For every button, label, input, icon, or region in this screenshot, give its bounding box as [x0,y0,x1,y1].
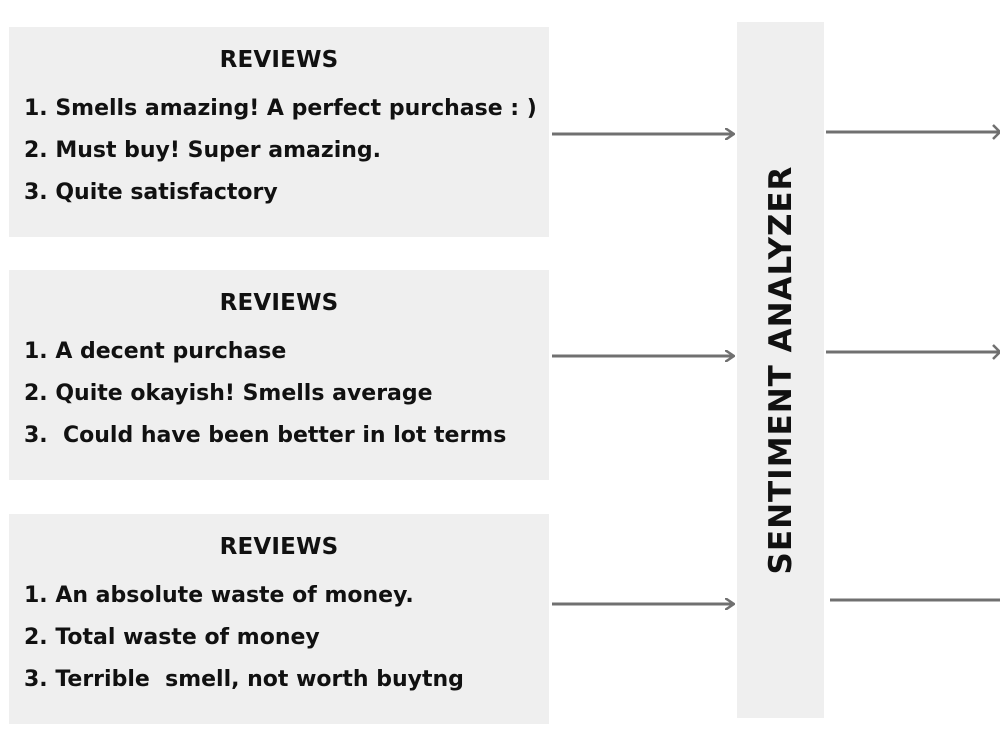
review-item: 1. An absolute waste of money. [24,583,414,608]
review-item: 3. Quite satisfactory [24,180,278,205]
review-box-1: REVIEWS 1. Smells amazing! A perfect pur… [9,27,549,237]
output-arrowhead-1 [992,124,1000,140]
review-item: 3. Could have been better in lot terms [24,423,507,448]
review-item: 2. Quite okayish! Smells average [24,381,433,406]
review-list: 1. Smells amazing! A perfect purchase : … [24,91,537,217]
review-box-3: REVIEWS 1. An absolute waste of money. 2… [9,514,549,724]
review-item: 1. A decent purchase [24,339,287,364]
output-arrowhead-2 [992,344,1000,360]
sentiment-analyzer-box: SENTIMENT ANALYZER [737,22,824,718]
review-box-title: REVIEWS [219,290,339,316]
review-box-title: REVIEWS [219,534,339,560]
review-item: 2. Total waste of money [24,625,320,650]
review-box-title: REVIEWS [219,47,339,73]
review-list: 1. An absolute waste of money. 2. Total … [24,578,464,704]
review-item: 3. Terrible smell, not worth buytng [24,667,464,692]
review-list: 1. A decent purchase 2. Quite okayish! S… [24,334,506,460]
review-item: 2. Must buy! Super amazing. [24,138,382,163]
review-box-2: REVIEWS 1. A decent purchase 2. Quite ok… [9,270,549,480]
review-item: 1. Smells amazing! A perfect purchase : … [24,96,537,121]
